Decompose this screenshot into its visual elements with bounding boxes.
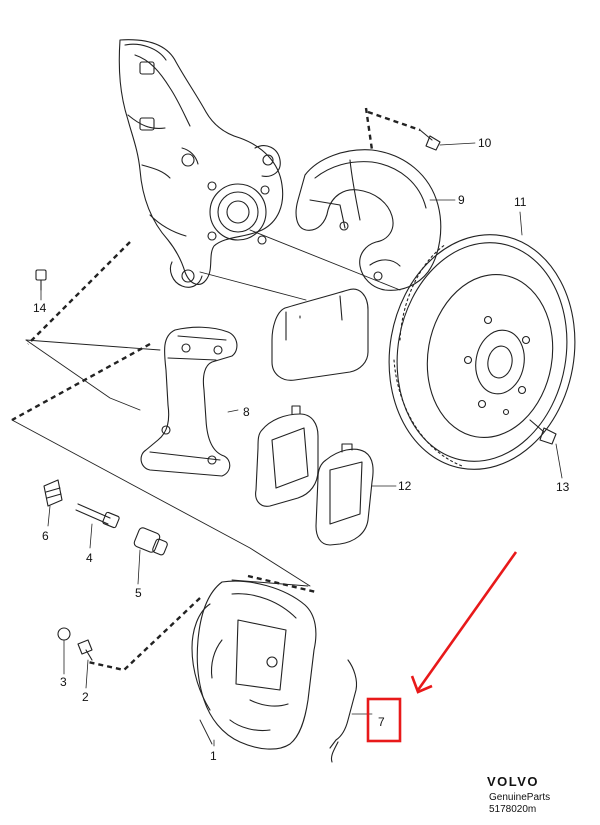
steering-knuckle [118, 39, 284, 288]
bleed-screw [77, 639, 93, 661]
brand-tagline: GenuineParts [489, 792, 550, 803]
guide-pin [75, 503, 120, 529]
callout-14: 14 [33, 301, 47, 315]
bolt-10 [419, 129, 441, 151]
bolt-14 [35, 269, 47, 291]
callout-10: 10 [478, 136, 492, 150]
callout-2: 2 [82, 690, 89, 704]
callout-1: 1 [210, 749, 217, 763]
callout-9: 9 [458, 193, 465, 207]
callout-labels: 10 9 11 14 8 12 13 6 4 5 3 2 1 7 [33, 136, 570, 763]
callout-3: 3 [60, 675, 67, 689]
brake-pad-outer [315, 443, 374, 546]
callout-11: 11 [514, 195, 527, 209]
brake-disc [388, 234, 576, 470]
drawing-number: 5178020m [489, 804, 536, 815]
callout-8: 8 [243, 405, 250, 419]
splash-shield [295, 149, 442, 291]
guide-bushing [133, 527, 168, 556]
callout-4: 4 [86, 551, 93, 565]
guide-pin-boot [43, 479, 63, 507]
callout-7: 7 [378, 715, 385, 729]
caliper-carrier [140, 326, 238, 477]
brake-pad-inner [255, 405, 319, 507]
assembly-lines [11, 229, 401, 745]
dashed-outline-lines [11, 107, 421, 672]
callout-5: 5 [135, 586, 142, 600]
callout-12: 12 [398, 479, 412, 493]
callout-13: 13 [556, 480, 570, 494]
callout-leaders [40, 142, 563, 747]
bleed-cap [57, 627, 71, 641]
brake-caliper [191, 580, 317, 750]
highlight-box [366, 697, 402, 743]
callout-6: 6 [42, 529, 49, 543]
brand-block: VOLVO GenuineParts 5178020m [487, 774, 550, 815]
brand-name: VOLVO [487, 774, 539, 789]
backing-plate [271, 288, 369, 381]
anti-rattle-spring [329, 659, 358, 763]
bolt-13 [529, 419, 557, 445]
red-arrow [410, 551, 518, 694]
